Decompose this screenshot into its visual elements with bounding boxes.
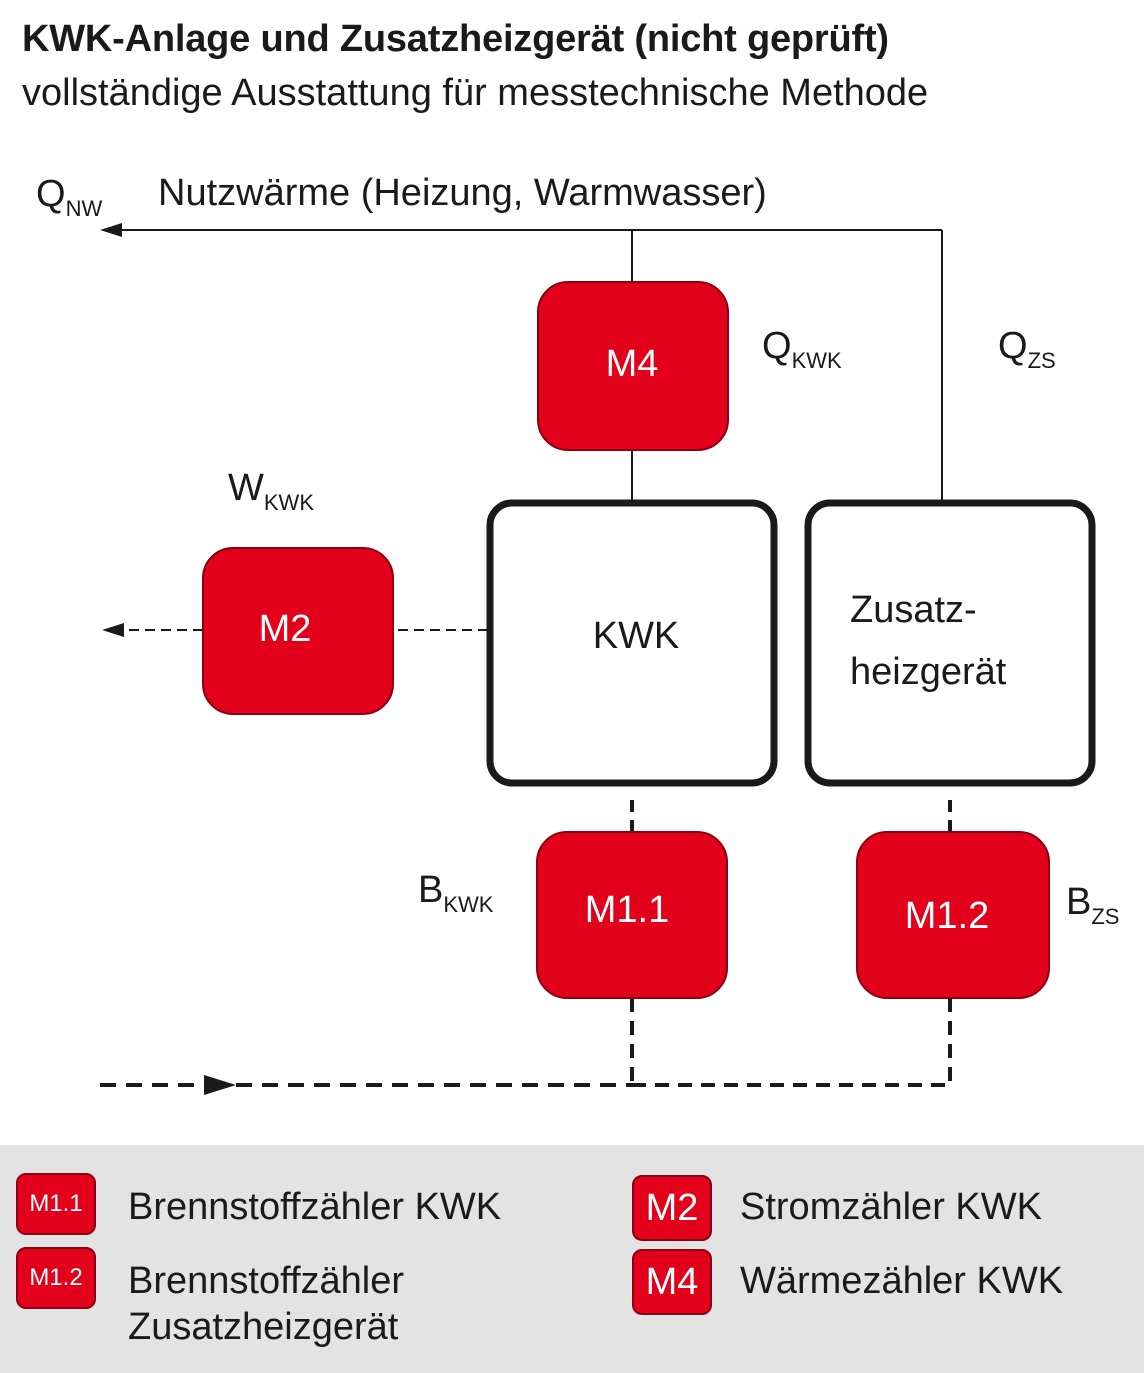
heat-arrow-icon (100, 223, 122, 237)
meter-m1-1: M1.1 (536, 831, 728, 999)
label-q-nw: QNW (36, 173, 102, 221)
legend-chip-m4: M4 (632, 1249, 712, 1315)
meter-m2: M2 (202, 547, 394, 715)
meter-m1-2-label: M1.2 (905, 895, 989, 937)
meter-m1-1-label: M1.1 (585, 889, 669, 931)
legend-label-m1-2-line1: Brennstoffzähler (128, 1260, 405, 1302)
page-title: KWK-Anlage und Zusatzheizgerät (nicht ge… (22, 18, 889, 60)
kwk-unit: KWK (486, 499, 778, 787)
label-nutzwaerme: Nutzwärme (Heizung, Warmwasser) (158, 172, 767, 214)
zusatzheizgeraet-label-line2: heizgerät (850, 651, 1007, 693)
legend: M1.1 Brennstoffzähler KWK M1.2 Brennstof… (0, 1145, 1144, 1373)
legend-label-m4: Wärmezähler KWK (740, 1260, 1064, 1302)
page-subtitle: vollständige Ausstattung für messtechnis… (22, 72, 929, 114)
legend-chip-m1-1: M1.1 (16, 1173, 96, 1235)
legend-label-m1-1: Brennstoffzähler KWK (128, 1186, 502, 1228)
label-q-zs: QZS (998, 325, 1056, 373)
label-b-zs: BZS (1066, 881, 1119, 929)
flow-diagram: KWK Zusatz- heizgerät M4 M2 M1.1 M1.2 QN… (36, 172, 1119, 1095)
heat-output-line (100, 223, 943, 502)
label-w-kwk: WKWK (228, 467, 314, 515)
meter-m1-2: M1.2 (856, 831, 1050, 999)
legend-label-m2: Stromzähler KWK (740, 1186, 1042, 1228)
legend-label-m1-2-line2: Zusatzheizgerät (128, 1306, 399, 1348)
meter-m4: M4 (537, 281, 729, 451)
meter-m4-label: M4 (606, 343, 659, 385)
label-b-kwk: BKWK (418, 869, 494, 917)
electricity-arrow-icon (102, 623, 124, 637)
zusatzheizgeraet-label-line1: Zusatz- (850, 589, 977, 631)
label-q-kwk: QKWK (762, 325, 842, 373)
legend-chip-m2: M2 (632, 1175, 712, 1241)
meter-m2-label: M2 (259, 608, 312, 650)
zusatzheizgeraet-unit: Zusatz- heizgerät (804, 499, 1096, 787)
electricity-line (102, 623, 488, 637)
legend-chip-m1-2: M1.2 (16, 1247, 96, 1309)
fuel-arrow-icon (204, 1075, 236, 1095)
fuel-line (100, 800, 952, 1095)
kwk-unit-label: KWK (593, 615, 680, 657)
